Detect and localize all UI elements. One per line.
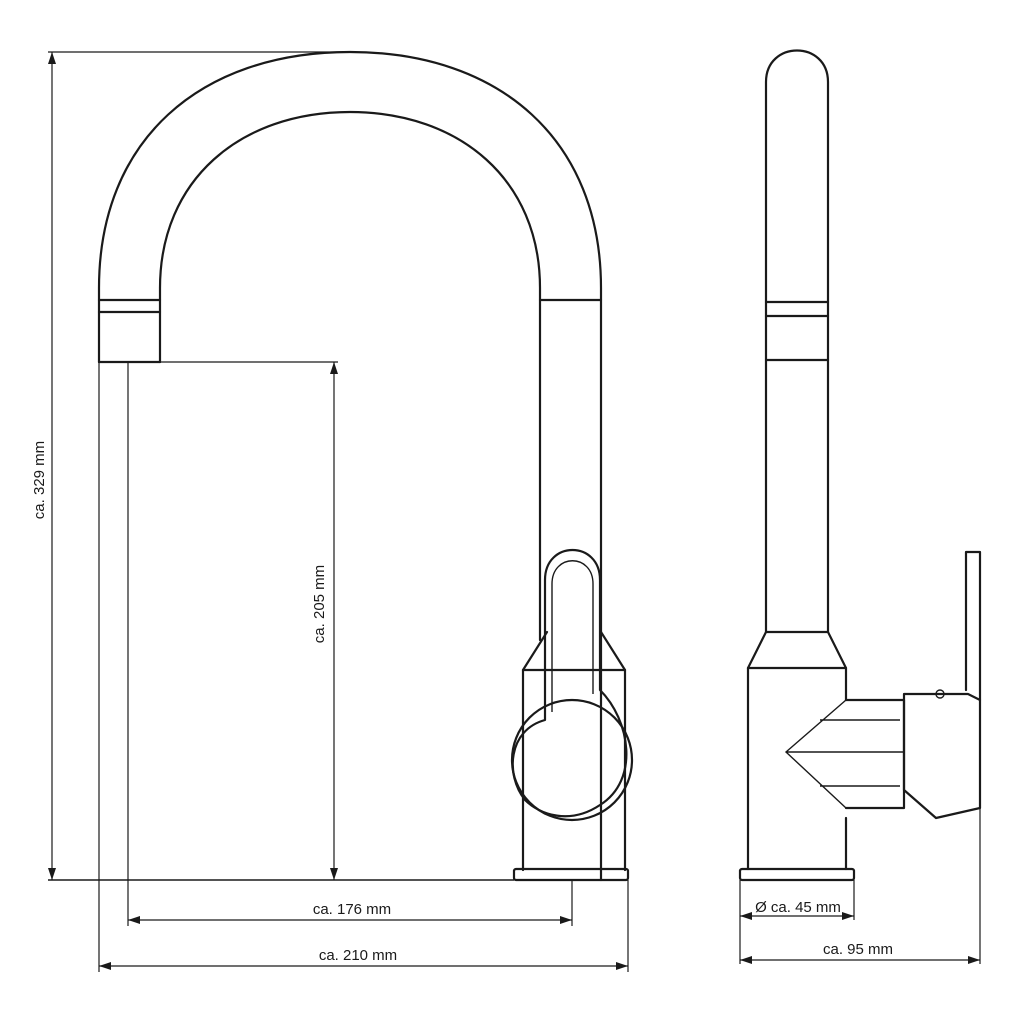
arrowhead (99, 962, 111, 970)
label-total-height: ca. 329 mm (31, 441, 48, 519)
base-plate (512, 867, 630, 882)
side-spout (764, 49, 830, 634)
label-base-diameter: Ø ca. 45 mm (755, 899, 841, 916)
side-body (746, 666, 848, 871)
label-total-depth: ca. 210 mm (319, 947, 397, 964)
arrowhead (740, 912, 752, 920)
spout-outer-contour (97, 50, 603, 882)
lever-handle (511, 548, 628, 818)
side-lever-block (902, 692, 982, 820)
front-view (48, 50, 634, 882)
side-handle-stem (844, 698, 906, 810)
arrowhead (842, 912, 854, 920)
lever-round-base (510, 698, 634, 822)
arrowhead (968, 956, 980, 964)
side-base-plate (738, 867, 856, 882)
side-collar (746, 630, 848, 670)
faucet-body (521, 630, 627, 872)
label-spout-height: ca. 205 mm (311, 565, 328, 643)
arrowhead (48, 868, 56, 880)
label-total-width: ca. 95 mm (823, 941, 893, 958)
side-handle-cone (784, 699, 904, 809)
arrowhead (330, 868, 338, 880)
arrowhead (48, 52, 56, 64)
label-spout-reach: ca. 176 mm (313, 901, 391, 918)
spout-inner-contour (158, 110, 542, 642)
arrowhead (330, 362, 338, 374)
arrowhead (616, 962, 628, 970)
arrowhead (740, 956, 752, 964)
side-screw (935, 689, 945, 699)
side-dimension-lines (739, 808, 981, 964)
lever-handle-inner (551, 560, 594, 712)
front-dimension-lines (48, 51, 629, 972)
arrowhead (128, 916, 140, 924)
side-lever-plate (964, 550, 982, 702)
arrowhead (560, 916, 572, 924)
side-view (738, 49, 982, 882)
